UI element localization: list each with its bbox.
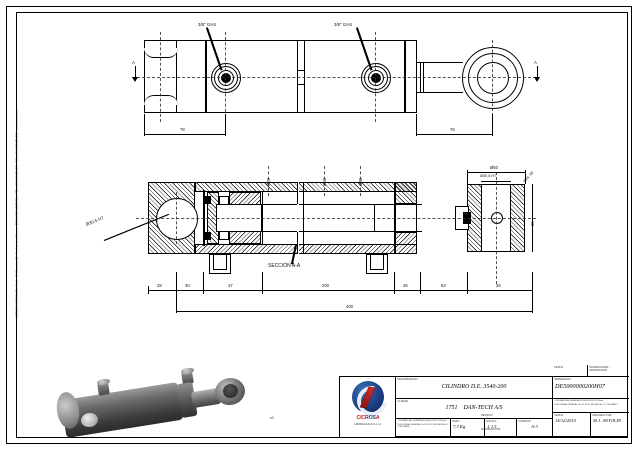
- tolerance-note-1: TOLERANCIAS GENERALES SEGUN ISO 2768-mK: [397, 420, 447, 422]
- chain-dim-4: 45: [403, 283, 408, 288]
- chain-dim-2: 47: [228, 283, 233, 288]
- client-name: DAN-TECH A/S: [463, 405, 503, 411]
- denomination-cell: DENOMINACION CILINDRO D.E. 3540-200: [396, 377, 553, 399]
- projection-note-1: TOLERANCIAS GENERALES SEGUN ISO 2768-mK: [554, 400, 604, 402]
- revision-header-desc-caption: MODIFICACION / DESCRIPCION: [589, 366, 610, 372]
- weight-caption: PESO: [452, 420, 460, 423]
- weight-value: 7,3 Kg: [453, 424, 466, 429]
- tolerance-notes-cell: TOLERANCIAS GENERALES SEGUN ISO 2768-mK …: [396, 419, 451, 438]
- iso-view-mark: r2: [270, 415, 274, 420]
- drawn-by-caption: DIBUJADO POR: [592, 414, 612, 417]
- revision-caption: REVISION: [481, 414, 493, 417]
- weight-cell: PESO 7,3 Kg: [451, 419, 485, 438]
- format-cell: FORMATO A-3: [517, 419, 553, 438]
- drawn-by-value: M.J. ANTOLIN: [593, 418, 622, 423]
- sheet-side-note: CICROSA HIDRAULICA, S.L.U. - C/ Mecanica…: [15, 108, 19, 319]
- logo-wordmark: CICROSA: [356, 415, 380, 421]
- tube-diameter-label: Ø60: [322, 178, 327, 186]
- date-caption: FECHA: [554, 414, 564, 417]
- revision-header-date-caption: FECHA: [554, 366, 564, 369]
- company-logo: CICROSA HIDRAULICA S.L.U.: [340, 377, 396, 437]
- sheet-frame-outer: [6, 6, 632, 444]
- projection-note-cell: TOLERANCIAS GENERALES SEGUN ISO 2768-mK …: [553, 399, 629, 413]
- eye-outer-diameter-label: Ø60: [490, 165, 498, 170]
- reference-cell: REFERENCIA DE5000000200H07: [553, 377, 629, 399]
- logo-subtext: HIDRAULICA S.L.U.: [354, 422, 382, 426]
- chain-dim-3: 200: [322, 283, 329, 288]
- chain-dim-5: 53: [441, 283, 446, 288]
- section-arrow-left-label: A: [132, 60, 135, 65]
- top-view-dim-right: 78: [450, 127, 455, 132]
- chain-dim-0: 28: [157, 283, 162, 288]
- title-block: CICROSA HIDRAULICA S.L.U. DENOMINACION C…: [339, 365, 629, 438]
- client-cell: CLIENTE 1751 DAN-TECH A/S: [396, 399, 553, 419]
- port-label-left: 3/8" GAS: [198, 22, 217, 27]
- section-title: SECCIÓN A-A: [268, 263, 301, 269]
- reference-caption: REFERENCIA: [554, 378, 571, 381]
- scale-caption: ESCALA: [486, 420, 497, 423]
- tolerance-note-2: RUGOSIDAD GENERAL Ra 6,3 SI NO SE INDICA…: [397, 423, 448, 429]
- format-value: A-3: [531, 424, 538, 429]
- chain-dim-6: 26: [496, 283, 501, 288]
- date-value: 14/12/2015: [555, 418, 576, 423]
- port-label-right: 3/8" GAS: [334, 22, 353, 27]
- revision-header-desc: MODIFICACION / DESCRIPCION: [588, 365, 629, 377]
- top-view-dim-left: 78: [180, 127, 185, 132]
- date-cell: FECHA 14/12/2015: [553, 413, 591, 438]
- overall-length-label: 400: [346, 304, 353, 309]
- client-code: 1751: [445, 405, 458, 411]
- denomination-value: CILINDRO D.E. 3540-200: [441, 384, 507, 390]
- section-arrow-right-label: A: [534, 60, 537, 65]
- client-value: 1751 DAN-TECH A/S: [396, 403, 552, 412]
- format-caption: FORMATO: [518, 420, 531, 423]
- sheet-frame-inner: [16, 12, 628, 438]
- revision-header-date: FECHA: [553, 365, 588, 377]
- rod-diameter-label: Ø30: [358, 178, 363, 186]
- scale-value: 1:1,5: [487, 424, 497, 429]
- reference-value: DE5000000200H07: [555, 383, 605, 390]
- approved-caption: APROBADO POR: [481, 428, 501, 431]
- eye-height-label: 55: [530, 221, 535, 226]
- isometric-render: r2: [54, 367, 274, 438]
- drawn-by-cell: DIBUJADO POR M.J. ANTOLIN: [591, 413, 629, 438]
- client-caption: CLIENTE: [397, 400, 409, 403]
- eye-bore-label: Ø30,5 H7: [480, 174, 497, 178]
- projection-note-2: RUGOSIDAD GENERAL Ra 6,3 SI NO SE INDICA…: [554, 403, 618, 406]
- denomination-caption: DENOMINACION: [397, 378, 418, 381]
- chain-dim-1: 30: [185, 283, 190, 288]
- bore-diameter-label: Ø20: [266, 178, 271, 186]
- scale-cell: ESCALA 1:1,5: [485, 419, 517, 438]
